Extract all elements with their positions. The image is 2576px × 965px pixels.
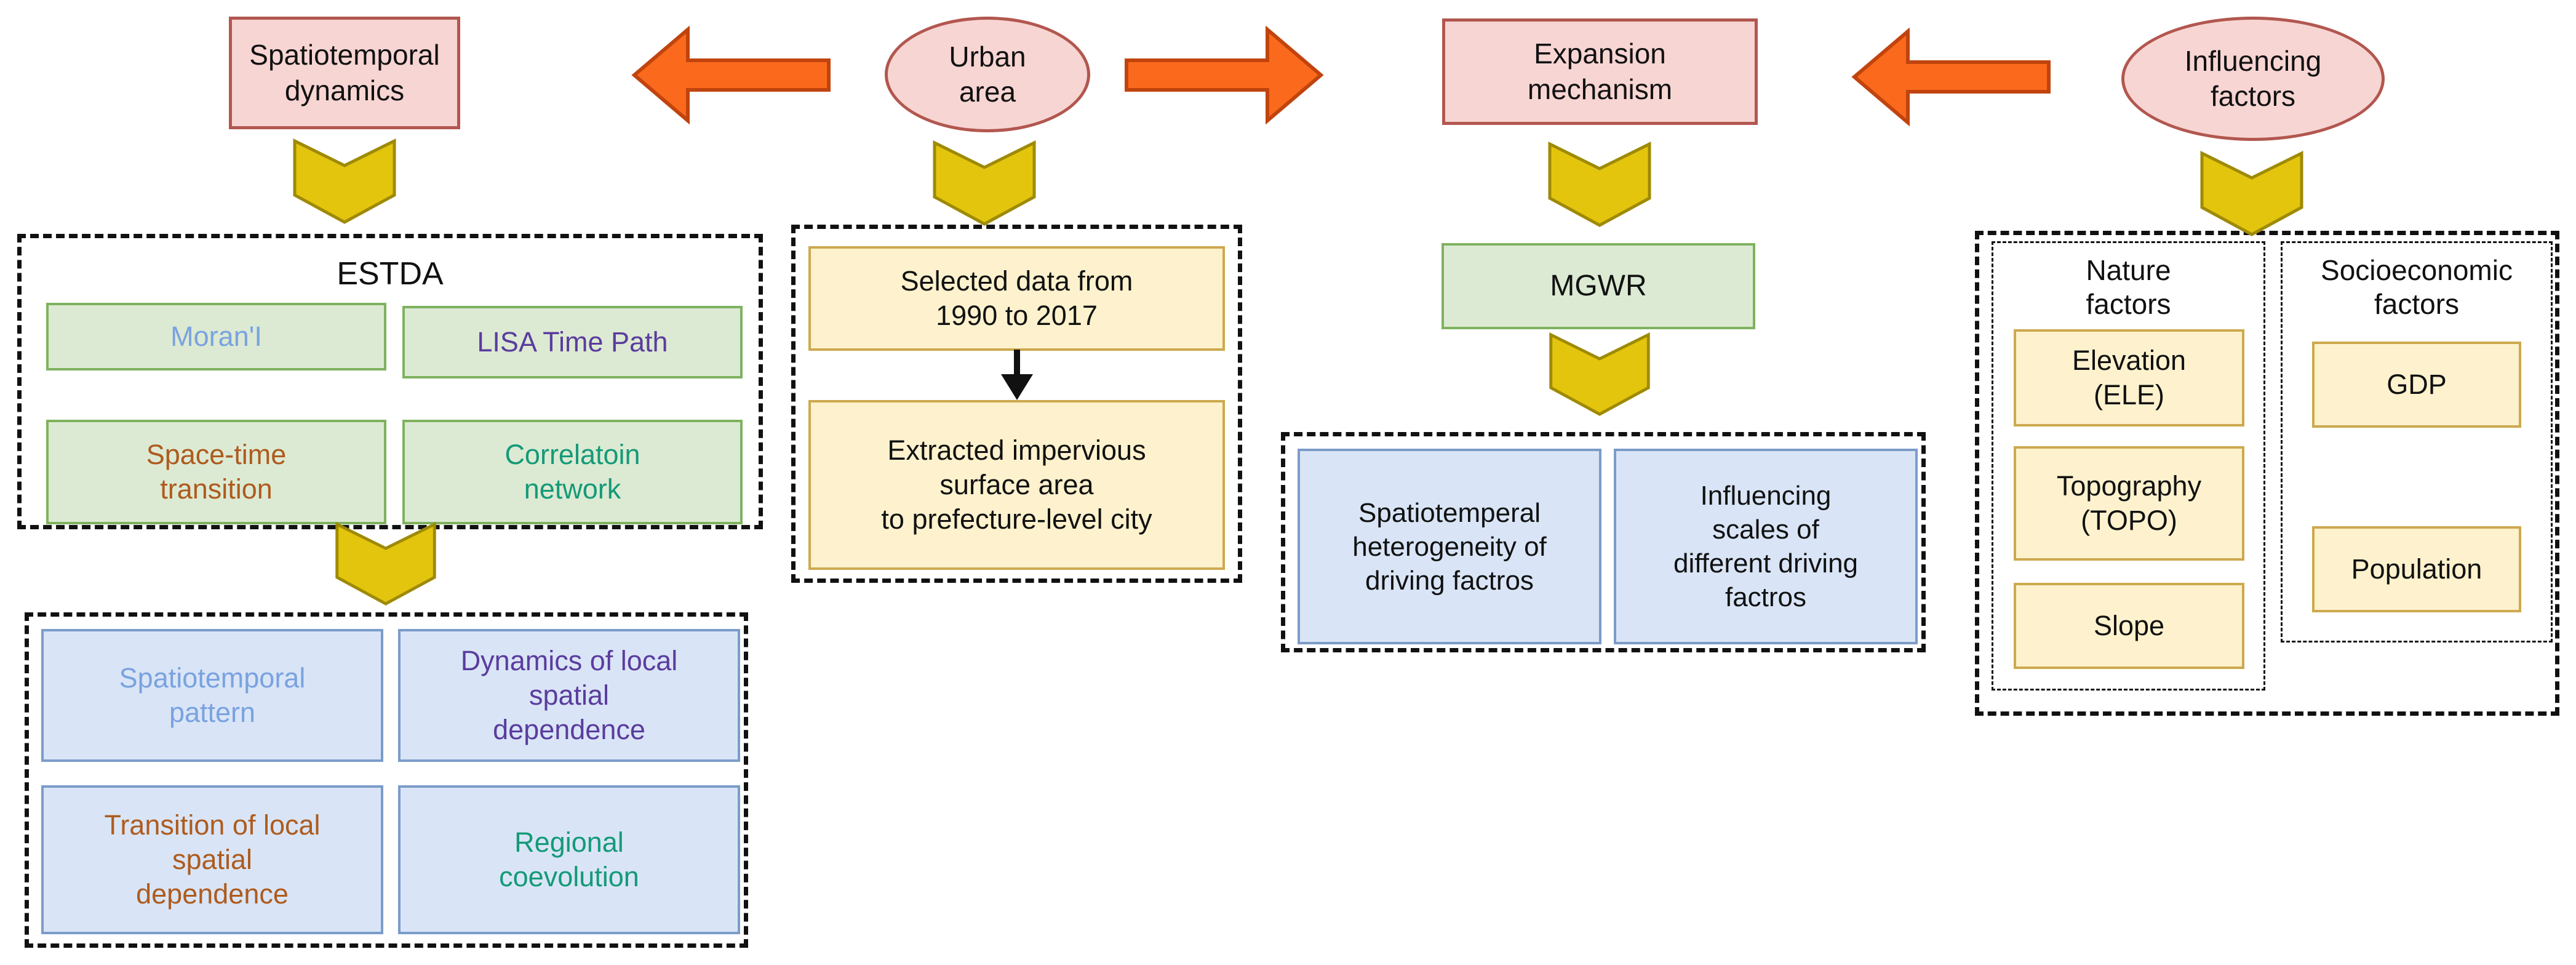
- spatiotemporal-dynamics-box: Spatiotemporal dynamics: [229, 17, 460, 129]
- chevron-down-icon: [335, 522, 436, 606]
- estda-item-correlation-network: Correlatoin network: [402, 420, 743, 524]
- influencing-factors-ellipse: Influencing factors: [2121, 17, 2385, 141]
- arrow-left2-icon: [1851, 28, 2051, 126]
- factor-topography: Topography (TOPO): [2014, 446, 2244, 561]
- data-pipeline-panel: Selected data from 1990 to 2017 Extracte…: [791, 225, 1242, 583]
- nature-factors-title: Nature factors: [2086, 254, 2171, 320]
- result-spatiotemporal-heterogeneity: Spatiotemperal heterogeneity of driving …: [1298, 449, 1601, 644]
- chevron-down-icon: [1549, 332, 1650, 416]
- chevron-down-icon: [293, 138, 396, 224]
- estda-panel: ESTDA Moran'I LISA Time Path Space-time …: [17, 234, 763, 529]
- socioeconomic-factors-box: Socioeconomic factors GDP Population: [2281, 241, 2553, 643]
- factors-panel: Nature factors Elevation (ELE) Topograph…: [1975, 231, 2559, 716]
- factor-elevation: Elevation (ELE): [2014, 329, 2244, 426]
- down-arrow-icon: [1001, 350, 1033, 400]
- mgwr-results-panel: Spatiotemperal heterogeneity of driving …: [1281, 432, 1926, 652]
- urban-area-ellipse: Urban area: [885, 17, 1090, 132]
- arrow-right-icon: [1125, 26, 1324, 124]
- extracted-data-box: Extracted impervious surface area to pre…: [808, 400, 1225, 570]
- estda-item-moran: Moran'I: [46, 303, 386, 370]
- result-influencing-scales: Influencing scales of different driving …: [1614, 449, 1918, 644]
- factor-slope: Slope: [2014, 583, 2244, 669]
- outcome-spatiotemporal-pattern: Spatiotemporal pattern: [41, 629, 383, 762]
- outcome-regional-coevolution: Regional coevolution: [398, 785, 740, 934]
- outcome-transition-local-spatial-dependence: Transition of local spatial dependence: [41, 785, 383, 934]
- factor-gdp: GDP: [2312, 342, 2521, 428]
- chevron-down-icon: [1548, 142, 1651, 227]
- factor-population: Population: [2312, 526, 2521, 612]
- selected-data-box: Selected data from 1990 to 2017: [808, 246, 1225, 351]
- estda-outcomes-panel: Spatiotemporal pattern Dynamics of local…: [25, 612, 748, 948]
- arrow-left-icon: [631, 26, 831, 124]
- chevron-down-icon: [933, 140, 1036, 226]
- nature-factors-box: Nature factors Elevation (ELE) Topograph…: [1992, 241, 2265, 691]
- estda-item-space-time-transition: Space-time transition: [46, 420, 386, 524]
- socioeconomic-factors-title: Socioeconomic factors: [2321, 254, 2513, 320]
- estda-title: ESTDA: [337, 255, 444, 292]
- outcome-dynamics-local-spatial-dependence: Dynamics of local spatial dependence: [398, 629, 740, 762]
- estda-item-lisa-time-path: LISA Time Path: [402, 306, 743, 378]
- expansion-mechanism-box: Expansion mechanism: [1442, 18, 1758, 125]
- chevron-down-icon: [2200, 151, 2303, 236]
- mgwr-box: MGWR: [1442, 243, 1755, 329]
